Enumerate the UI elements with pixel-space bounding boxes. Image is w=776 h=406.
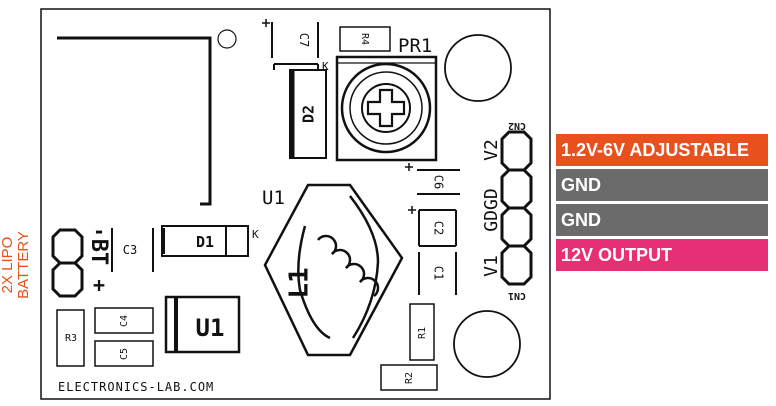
c4-label: C4 bbox=[119, 315, 130, 327]
capacitor-c3: C3 bbox=[111, 228, 154, 272]
resistor-r2: R2 bbox=[380, 364, 438, 391]
battery-connector-bt: BT - + bbox=[51, 219, 111, 298]
mounting-hole-bottom bbox=[453, 310, 521, 378]
capacitor-c5: C5 bbox=[94, 340, 154, 367]
small-hole bbox=[217, 29, 237, 49]
diode-d2: D2 K bbox=[273, 60, 329, 159]
r2-label: R2 bbox=[404, 372, 415, 384]
l1-label: L1 bbox=[285, 267, 315, 298]
pr1-label: PR1 bbox=[398, 35, 432, 57]
c3-label: C3 bbox=[123, 243, 137, 257]
bt-label: BT bbox=[86, 239, 111, 266]
d2-label: D2 bbox=[300, 105, 318, 123]
capacitor-c1: C1 bbox=[418, 252, 457, 295]
v1-label: V1 bbox=[481, 255, 502, 277]
c1-label: C1 bbox=[432, 266, 446, 280]
c5-label: C5 bbox=[119, 348, 130, 360]
battery-label-line2: BATTERY bbox=[15, 231, 32, 299]
u1-label: U1 bbox=[262, 187, 285, 209]
cn1-label: CN1 bbox=[508, 290, 526, 301]
capacitor-c4: C4 bbox=[94, 307, 154, 334]
website-label: ELECTRONICS-LAB.COM bbox=[58, 380, 214, 394]
bt-minus: - bbox=[93, 219, 105, 243]
c2-label: C2 bbox=[432, 221, 446, 235]
capacitor-c2: C2 bbox=[408, 206, 457, 247]
resistor-r3: R3 bbox=[56, 309, 85, 367]
cn2-label: CN2 bbox=[508, 120, 526, 131]
v2-label: V2 bbox=[481, 139, 502, 161]
capacitor-c6: C6 bbox=[405, 163, 460, 195]
r1-label: R1 bbox=[417, 327, 428, 339]
chip-u1: U1 bbox=[164, 295, 241, 354]
r3-label: R3 bbox=[65, 333, 77, 344]
battery-label: 2X LIPO BATTERY bbox=[0, 225, 32, 305]
pin-label-12v-output: 12V OUTPUT bbox=[556, 239, 768, 271]
mounting-hole-top bbox=[444, 34, 512, 102]
pin-label-adjustable: 1.2V-6V ADJUSTABLE bbox=[556, 134, 768, 166]
c7-label: C7 bbox=[297, 33, 311, 47]
capacitor-c7: C7 bbox=[262, 19, 319, 58]
resistor-r4: R4 bbox=[339, 26, 391, 52]
c6-label: C6 bbox=[432, 175, 446, 189]
d1-cathode-mark: K bbox=[252, 228, 259, 241]
connector-cn2: CN2 CN1 V2 GDGD V1 bbox=[481, 120, 533, 301]
pin-label-gnd-1: GND bbox=[556, 169, 768, 201]
potentiometer-pr1 bbox=[335, 55, 438, 162]
battery-label-line1: 2X LIPO bbox=[0, 236, 16, 294]
r4-label: R4 bbox=[359, 33, 370, 45]
u1-chip-label: U1 bbox=[196, 314, 225, 342]
bt-plus: + bbox=[93, 273, 105, 297]
module-footprint bbox=[57, 36, 212, 206]
resistor-r1: R1 bbox=[409, 303, 435, 361]
board-outline bbox=[40, 8, 551, 400]
diode-d1: D1 K bbox=[161, 225, 259, 257]
gdgd-label: GDGD bbox=[481, 188, 502, 231]
pin-label-gnd-2: GND bbox=[556, 204, 768, 236]
inductor-l1: L1 bbox=[263, 183, 404, 357]
d2-cathode-mark: K bbox=[322, 60, 329, 73]
d1-label: D1 bbox=[196, 233, 214, 251]
